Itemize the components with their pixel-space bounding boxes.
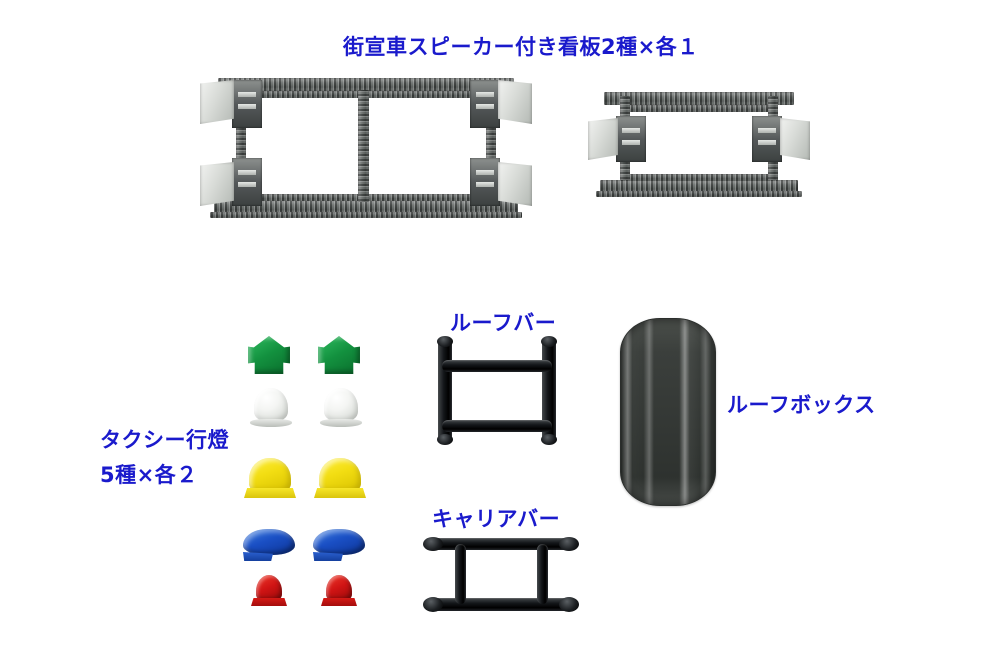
frame-bottom-lip: [210, 212, 522, 218]
yellow-round-lamp: [249, 458, 291, 492]
red-round-lamp: [256, 575, 282, 601]
large-speaker-signboard-frame: [196, 72, 536, 220]
carrier-bar-left-strut: [455, 544, 466, 604]
roof-bar-cap: [437, 434, 453, 445]
small-speaker-signboard-frame: [586, 88, 810, 202]
bracket-left: [616, 116, 646, 162]
blue-oval-lamp: [243, 529, 295, 555]
roof-bar-label: ルーフバー: [450, 311, 557, 335]
taxi-lamp-label-line1: タクシー行燈: [100, 428, 229, 452]
frame-center-divider: [358, 90, 369, 202]
carrier-bar-right-strut: [537, 544, 548, 604]
bracket-notch: [622, 128, 640, 133]
white-dome-lamp: [250, 388, 292, 427]
frame-bottom-lip: [596, 191, 802, 197]
bracket-notch: [476, 104, 494, 109]
speaker-horn-bottom-left: [200, 162, 234, 206]
bracket-notch: [758, 140, 776, 145]
speaker-horn-left: [588, 118, 618, 160]
frame-right-upright: [486, 91, 496, 201]
roof-box-part: [620, 318, 716, 506]
bracket-notch: [476, 92, 494, 97]
frame-bottom-rail: [600, 180, 798, 193]
frame-inner-top-rail: [620, 105, 778, 112]
bracket-notch: [622, 140, 640, 145]
carrier-bar-label: キャリアバー: [432, 507, 561, 531]
frame-left-upright: [236, 91, 246, 201]
roof-bar-cap: [541, 434, 557, 445]
taxi-lamp-label: タクシー行燈 5種×各２: [100, 425, 229, 491]
speaker-horn-bottom-right: [498, 162, 532, 206]
green-arrow-lamp: [248, 336, 290, 374]
roof-bar-bottom-rail: [442, 420, 552, 432]
bracket-notch: [238, 170, 256, 175]
taxi-lamp-label-line2: 5種×各２: [100, 463, 198, 488]
carrier-bar-part: [423, 536, 583, 616]
roof-box-label: ルーフボックス: [727, 393, 876, 417]
carrier-bar-end-cap: [423, 537, 443, 551]
speaker-horn-right: [780, 118, 810, 160]
bracket-notch: [758, 128, 776, 133]
carrier-bar-top-rail: [425, 538, 577, 550]
blue-oval-lamp: [313, 529, 365, 555]
carrier-bar-end-cap: [423, 597, 443, 612]
bracket-notch: [238, 182, 256, 187]
green-arrow-lamp: [318, 336, 360, 374]
bracket-notch: [238, 104, 256, 109]
roof-bar-cap: [541, 336, 557, 347]
roof-bar-part: [432, 336, 578, 448]
frame-top-rail: [604, 92, 794, 105]
speaker-horn-top-right: [498, 80, 532, 124]
carrier-bar-end-cap: [559, 537, 579, 551]
bracket-notch: [476, 170, 494, 175]
frame-top-rail: [218, 78, 514, 91]
speaker-horn-top-left: [200, 80, 234, 124]
roof-bar-top-rail: [442, 360, 552, 372]
frame-inner-bottom-rail: [620, 174, 778, 181]
bracket-notch: [476, 182, 494, 187]
carrier-bar-end-cap: [559, 597, 579, 612]
yellow-round-lamp: [319, 458, 361, 492]
carrier-bar-bottom-rail: [425, 598, 577, 611]
speaker-signboard-label: 街宣車スピーカー付き看板2種×各１: [343, 35, 699, 59]
bracket-notch: [238, 92, 256, 97]
red-round-lamp: [326, 575, 352, 601]
roof-bar-cap: [437, 336, 453, 347]
white-dome-lamp: [320, 388, 362, 427]
bracket-right: [752, 116, 782, 162]
frame-bottom-rail: [214, 200, 518, 214]
